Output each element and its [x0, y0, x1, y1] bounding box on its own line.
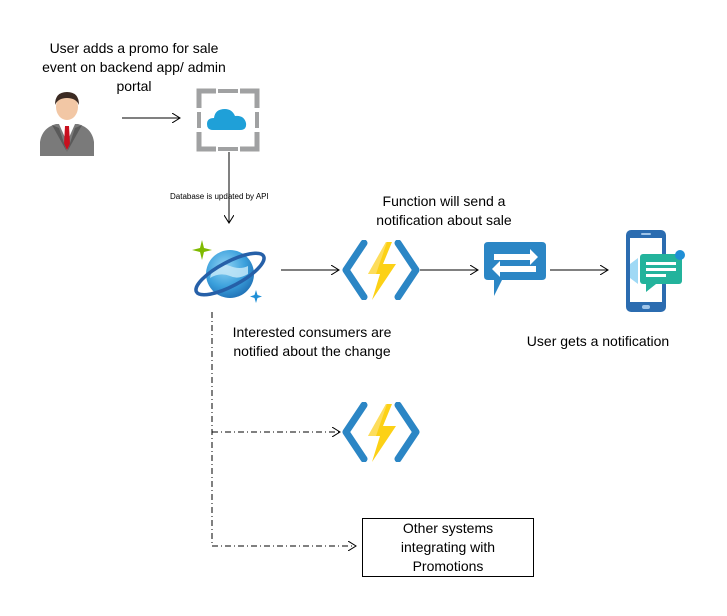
- mobile-notification-icon: [626, 230, 685, 312]
- app-service-icon: [196, 88, 260, 152]
- cosmos-db-icon: [192, 240, 266, 303]
- label-db-updated: Database is updated by API: [170, 192, 269, 201]
- label-consumers-notified: Interested consumers are notified about …: [232, 324, 392, 359]
- label-other-systems: Other systems integrating with Promotion…: [400, 520, 496, 574]
- azure-function-icon: [342, 240, 420, 300]
- label-user-adds-promo: User adds a promo for sale event on back…: [42, 40, 226, 94]
- other-systems-box: Other systems integrating with Promotion…: [362, 518, 534, 577]
- label-function-send: Function will send a notification about …: [376, 193, 512, 228]
- label-user-gets-notification: User gets a notification: [526, 333, 670, 349]
- azure-function-icon-secondary: [342, 402, 420, 462]
- user-icon: [40, 92, 94, 156]
- notification-hub-icon: [484, 242, 546, 296]
